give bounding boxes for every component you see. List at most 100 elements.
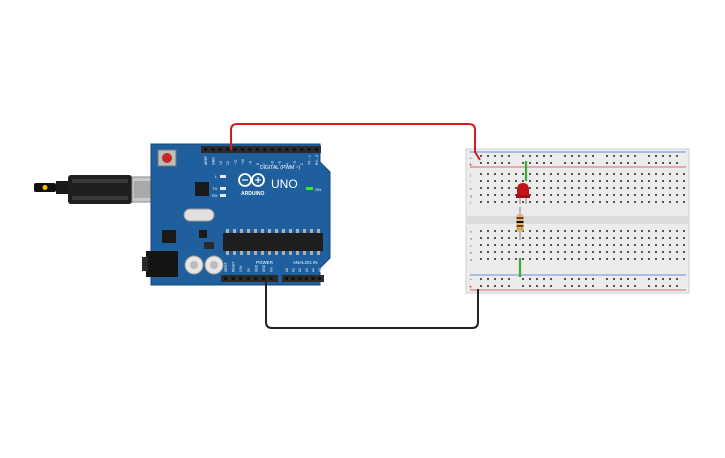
breadboard-hole[interactable] bbox=[606, 173, 608, 175]
breadboard-hole[interactable] bbox=[578, 230, 580, 232]
breadboard-hole[interactable] bbox=[613, 155, 615, 157]
breadboard-hole[interactable] bbox=[606, 285, 608, 287]
breadboard-hole[interactable] bbox=[487, 201, 489, 203]
breadboard-hole[interactable] bbox=[641, 201, 643, 203]
breadboard-hole[interactable] bbox=[578, 201, 580, 203]
breadboard-hole[interactable] bbox=[564, 251, 566, 253]
breadboard-hole[interactable] bbox=[669, 230, 671, 232]
breadboard-hole[interactable] bbox=[634, 244, 636, 246]
breadboard-hole[interactable] bbox=[676, 180, 678, 182]
breadboard-hole[interactable] bbox=[508, 194, 510, 196]
breadboard-hole[interactable] bbox=[571, 244, 573, 246]
breadboard-hole[interactable] bbox=[550, 285, 552, 287]
breadboard-hole[interactable] bbox=[669, 173, 671, 175]
breadboard-hole[interactable] bbox=[634, 187, 636, 189]
breadboard-hole[interactable] bbox=[683, 258, 685, 260]
breadboard-hole[interactable] bbox=[585, 237, 587, 239]
breadboard-hole[interactable] bbox=[522, 237, 524, 239]
power-header[interactable] bbox=[221, 275, 278, 282]
breadboard-hole[interactable] bbox=[592, 251, 594, 253]
breadboard-hole[interactable] bbox=[662, 251, 664, 253]
breadboard-hole[interactable] bbox=[508, 180, 510, 182]
breadboard-hole[interactable] bbox=[557, 201, 559, 203]
breadboard-hole[interactable] bbox=[501, 173, 503, 175]
power-pin-hole[interactable] bbox=[269, 277, 273, 280]
breadboard-hole[interactable] bbox=[655, 194, 657, 196]
breadboard-hole[interactable] bbox=[613, 278, 615, 280]
breadboard-hole[interactable] bbox=[627, 194, 629, 196]
breadboard-hole[interactable] bbox=[676, 251, 678, 253]
breadboard-hole[interactable] bbox=[613, 237, 615, 239]
breadboard-hole[interactable] bbox=[662, 194, 664, 196]
breadboard-hole[interactable] bbox=[676, 285, 678, 287]
breadboard-hole[interactable] bbox=[676, 155, 678, 157]
breadboard-hole[interactable] bbox=[543, 237, 545, 239]
breadboard-hole[interactable] bbox=[494, 258, 496, 260]
breadboard-hole[interactable] bbox=[550, 187, 552, 189]
breadboard-hole[interactable] bbox=[655, 251, 657, 253]
breadboard-hole[interactable] bbox=[683, 230, 685, 232]
breadboard-hole[interactable] bbox=[494, 244, 496, 246]
breadboard-hole[interactable] bbox=[508, 162, 510, 164]
digital-pin-hole[interactable] bbox=[278, 148, 281, 151]
breadboard-hole[interactable] bbox=[634, 237, 636, 239]
digital-pin-hole[interactable] bbox=[255, 148, 259, 151]
breadboard-hole[interactable] bbox=[529, 155, 531, 157]
breadboard-hole[interactable] bbox=[550, 251, 552, 253]
breadboard-hole[interactable] bbox=[641, 258, 643, 260]
breadboard-hole[interactable] bbox=[578, 194, 580, 196]
breadboard-hole[interactable] bbox=[529, 173, 531, 175]
breadboard-hole[interactable] bbox=[578, 237, 580, 239]
breadboard-hole[interactable] bbox=[529, 201, 531, 203]
breadboard-hole[interactable] bbox=[620, 244, 622, 246]
breadboard-hole[interactable] bbox=[508, 230, 510, 232]
breadboard-hole[interactable] bbox=[655, 237, 657, 239]
breadboard-hole[interactable] bbox=[641, 194, 643, 196]
breadboard-hole[interactable] bbox=[592, 278, 594, 280]
breadboard-hole[interactable] bbox=[592, 237, 594, 239]
analog-header[interactable] bbox=[282, 275, 324, 282]
breadboard-hole[interactable] bbox=[592, 155, 594, 157]
breadboard-hole[interactable] bbox=[515, 230, 517, 232]
breadboard-hole[interactable] bbox=[655, 155, 657, 157]
breadboard-hole[interactable] bbox=[564, 237, 566, 239]
breadboard-hole[interactable] bbox=[508, 278, 510, 280]
breadboard-hole[interactable] bbox=[487, 180, 489, 182]
breadboard-hole[interactable] bbox=[676, 258, 678, 260]
breadboard-holes[interactable] bbox=[480, 155, 685, 287]
breadboard-hole[interactable] bbox=[494, 201, 496, 203]
breadboard-hole[interactable] bbox=[494, 187, 496, 189]
power-pin-hole[interactable] bbox=[246, 277, 250, 280]
breadboard-hole[interactable] bbox=[536, 173, 538, 175]
breadboard-hole[interactable] bbox=[543, 278, 545, 280]
breadboard-hole[interactable] bbox=[564, 230, 566, 232]
breadboard-hole[interactable] bbox=[571, 201, 573, 203]
breadboard-hole[interactable] bbox=[501, 162, 503, 164]
breadboard-hole[interactable] bbox=[550, 278, 552, 280]
breadboard-hole[interactable] bbox=[620, 162, 622, 164]
breadboard-hole[interactable] bbox=[529, 258, 531, 260]
breadboard-hole[interactable] bbox=[494, 230, 496, 232]
breadboard-hole[interactable] bbox=[564, 285, 566, 287]
breadboard-hole[interactable] bbox=[536, 180, 538, 182]
usb-cable-icon[interactable] bbox=[34, 175, 168, 204]
digital-pin-hole[interactable] bbox=[233, 148, 237, 151]
breadboard-hole[interactable] bbox=[613, 180, 615, 182]
breadboard-hole[interactable] bbox=[501, 285, 503, 287]
breadboard-hole[interactable] bbox=[634, 162, 636, 164]
breadboard-hole[interactable] bbox=[543, 155, 545, 157]
breadboard-hole[interactable] bbox=[655, 180, 657, 182]
breadboard-hole[interactable] bbox=[655, 278, 657, 280]
breadboard-hole[interactable] bbox=[662, 162, 664, 164]
breadboard-hole[interactable] bbox=[641, 180, 643, 182]
breadboard-hole[interactable] bbox=[515, 258, 517, 260]
breadboard-hole[interactable] bbox=[557, 244, 559, 246]
breadboard-hole[interactable] bbox=[648, 258, 650, 260]
breadboard-hole[interactable] bbox=[536, 285, 538, 287]
breadboard-hole[interactable] bbox=[557, 173, 559, 175]
breadboard-hole[interactable] bbox=[480, 173, 482, 175]
breadboard-hole[interactable] bbox=[543, 230, 545, 232]
breadboard-hole[interactable] bbox=[578, 187, 580, 189]
breadboard-hole[interactable] bbox=[634, 278, 636, 280]
